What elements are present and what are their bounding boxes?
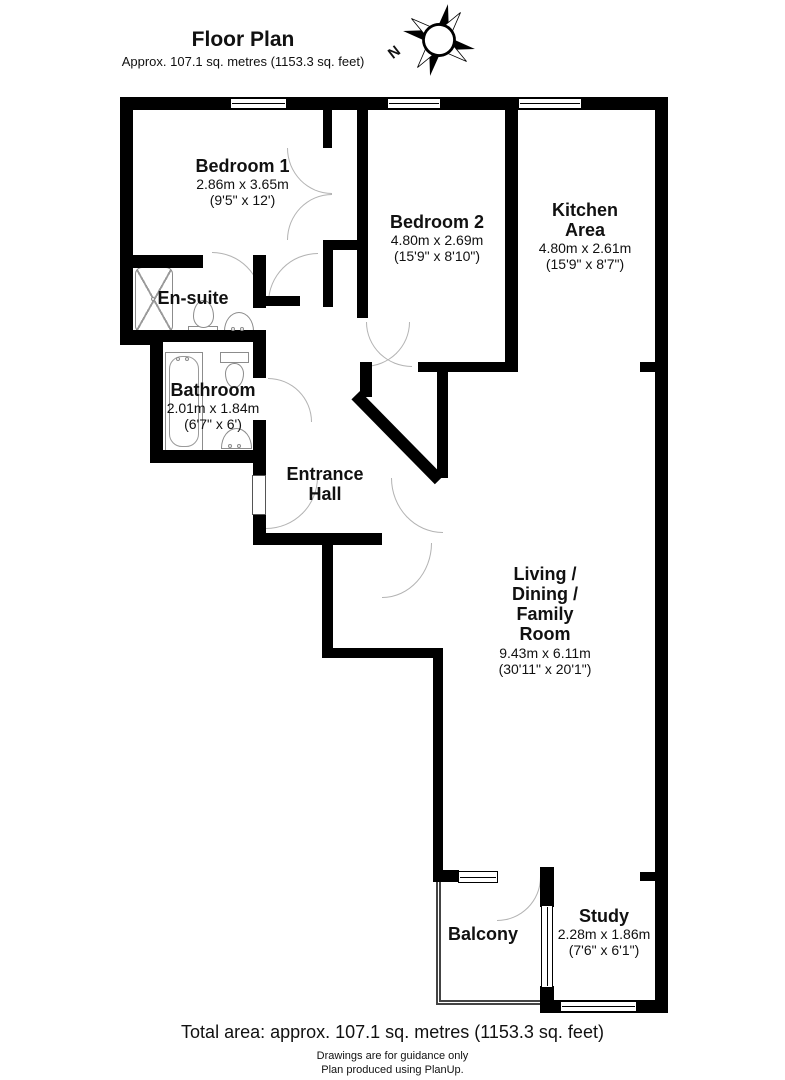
room-name-line: Area [564,220,606,241]
room-dimensions-line: (7'6" x 6'1") [568,942,640,959]
wall-hall-ne-stub [360,362,372,397]
window-study-south [560,1001,637,1012]
wall-ensuite-ne [253,255,266,308]
north-compass-icon [403,4,475,76]
room-dimensions-line: 2.28m x 1.86m [557,926,651,943]
wall-right [655,97,668,1013]
room-dimensions-line: (30'11" x 20'1") [498,660,592,677]
room-name-line: Kitchen [551,200,618,220]
bathroom-sink-tap-icon [228,444,232,448]
wall-bathroom-bottom [150,450,265,463]
wall-ensuite-bathroom-divider [130,330,266,342]
wall-ensuite-top [120,255,203,268]
wall-living-west-lower [433,658,443,882]
ensuite-sink-icon [224,312,254,332]
room-dimensions-line: (15'9" x 8'7") [545,256,625,273]
room-name-line: Dining / [512,584,578,605]
shower-icon [135,267,173,333]
room-name-line: Living / [513,564,577,584]
disclaimer-line2: Plan produced using PlanUp. [321,1064,464,1076]
wall-bathroom-east-upper [253,342,266,378]
wall-left-upper [120,97,133,345]
ensuite-toilet-bowl-icon [193,300,214,328]
total-area-text: Total area: approx. 107.1 sq. metres (11… [181,1022,604,1042]
bathtub-inner [169,356,199,447]
living-door-arc-left [382,543,432,598]
wall-bedroom-divider [357,97,368,318]
room-dimensions-line: (9'5" x 12') [209,192,276,209]
balcony-railing [436,880,542,1005]
shower-drain-icon [151,297,155,301]
wall-living-west-upper [322,545,333,658]
room-dimensions-line: (6'7" x 6') [184,416,242,433]
room-dimensions-line: (15'9" x 8'10") [393,248,481,265]
window-study-west [541,905,553,988]
room-name-line: Family [516,604,574,625]
page-subtitle: Approx. 107.1 sq. metres (1153.3 sq. fee… [121,54,365,70]
wall-bedroom2-bottom [418,362,518,372]
bathtub-tap-icon [176,357,180,361]
wall-study-west-upper [540,867,554,907]
room-dimensions-line: 4.80m x 2.61m [538,240,632,257]
ensuite-sink-tap-icon [240,327,244,331]
wall-living-south-stub [433,870,459,882]
bathroom-sink-tap-icon [237,444,241,448]
room-dimensions-line: 9.43m x 6.11m [499,644,591,661]
plan-header: Floor Plan Approx. 107.1 sq. metres (115… [93,28,393,69]
wall-bathroom-left [150,332,163,463]
disclaimer-line1: Drawings are for guidance only [316,1050,469,1062]
room-name-line: Study [578,906,629,926]
room-label-balcony: Balcony [430,924,536,944]
room-name-line: Hall [308,484,342,505]
room-name-line: Bedroom 1 [195,156,290,176]
living-door-arc-right [391,478,443,533]
room-name-line: En-suite [157,288,229,308]
wall-study-north-stub [640,872,655,881]
room-dimensions-line: 2.86m x 3.65m [196,176,289,193]
window-kitchen [518,98,582,109]
room-name-line: Room [519,624,571,645]
room-label-ensuite: En-suite [138,288,248,308]
wall-pocket-east [437,365,448,478]
window-bedroom1 [230,98,287,109]
wall-vestibule-west [323,250,333,307]
room-dimensions-line: 2.01m x 1.84m [166,400,260,417]
wall-bathroom-east-lower [253,420,266,463]
room-name-line: Entrance [286,464,364,484]
window-balcony-door [458,871,498,883]
room-name-line: Balcony [447,924,519,944]
window-bedroom2 [387,98,441,109]
wall-vestibule-ledge [266,296,300,306]
bathroom-toilet-tank-icon [220,352,249,363]
wall-bedroom2-kitchen-divider [505,97,518,372]
wall-closet-stub [323,97,332,148]
wall-hall-bottom [253,533,382,545]
room-name-line: Bathroom [170,380,256,400]
front-door [252,475,266,515]
wall-kitchen-south-stub [640,362,655,372]
bathroom-toilet-bowl-icon [225,363,244,388]
bathtub-tap-icon [185,357,189,361]
wall-living-step [322,648,443,658]
page-title: Floor Plan [191,28,295,51]
wall-closet-bottom [323,240,365,250]
room-dimensions-line: 4.80m x 2.69m [390,232,484,249]
room-name-line: Bedroom 2 [389,212,485,232]
ensuite-sink-tap-icon [231,327,235,331]
